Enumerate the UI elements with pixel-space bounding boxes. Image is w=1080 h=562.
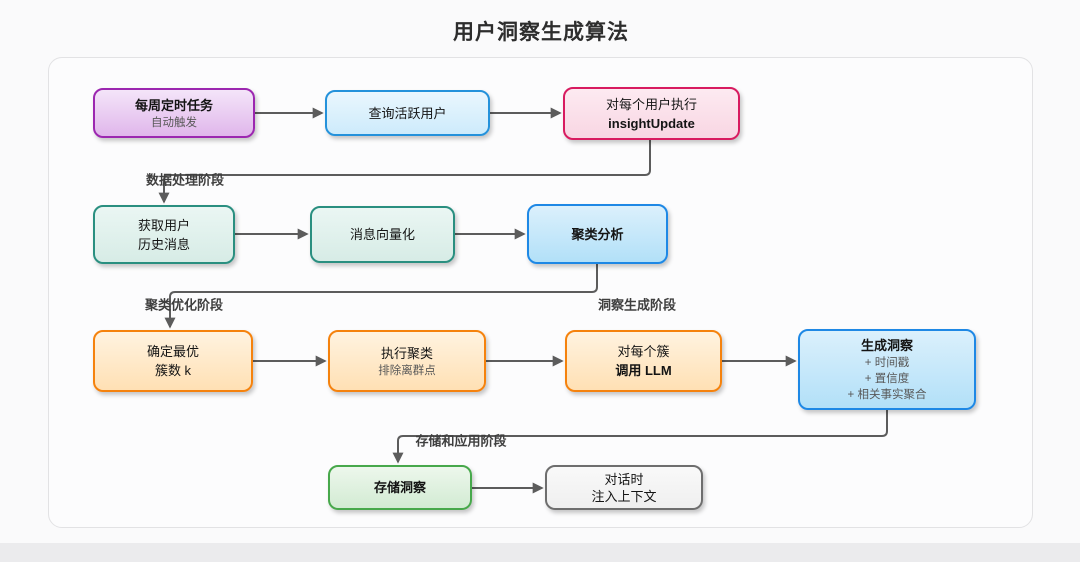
node-title: 聚类分析 — [571, 226, 624, 242]
node-optimal-k: 确定最优 簇数 k — [93, 330, 253, 392]
node-title: 消息向量化 — [349, 227, 415, 242]
node-bullet-confidence: + 置信度 — [864, 373, 910, 385]
node-bullet-timestamp: + 时间戳 — [864, 357, 910, 369]
node-run-clustering: 执行聚类 排除离群点 — [328, 330, 486, 392]
edge-label-insight-generation-stage: 洞察生成阶段 — [597, 297, 677, 313]
node-per-cluster-llm: 对每个簇 调用 LLM — [565, 330, 722, 392]
node-title: 存储洞察 — [373, 480, 426, 495]
node-inject-context: 对话时 注入上下文 — [545, 465, 703, 510]
bottom-strip — [0, 543, 1080, 562]
node-title: 查询活跃用户 — [368, 105, 447, 121]
node-subtitle: 注入上下文 — [591, 488, 657, 504]
node-title: 获取用户 — [137, 217, 190, 233]
node-title: 每周定时任务 — [134, 97, 213, 113]
node-subtitle: 历史消息 — [137, 236, 190, 252]
edge-label-storage-application-stage: 存储和应用阶段 — [415, 433, 507, 449]
node-title: 确定最优 — [146, 344, 199, 359]
node-store-insight: 存储洞察 — [328, 465, 472, 510]
edge-label-data-processing-stage: 数据处理阶段 — [145, 172, 225, 188]
node-title: 对每个簇 — [617, 344, 670, 359]
node-subtitle: 排除离群点 — [378, 364, 436, 377]
node-query-active-users: 查询活跃用户 — [325, 90, 490, 136]
node-bullet-facts: + 相关事实聚合 — [847, 389, 927, 401]
node-subtitle: 自动触发 — [151, 116, 197, 129]
node-message-vectorize: 消息向量化 — [310, 206, 455, 263]
node-fetch-user-history: 获取用户 历史消息 — [93, 205, 235, 264]
node-subtitle: insightUpdate — [608, 115, 695, 131]
node-generate-insight: 生成洞察 + 时间戳 + 置信度 + 相关事实聚合 — [798, 329, 976, 410]
node-title: 执行聚类 — [380, 345, 433, 361]
diagram-title: 用户洞察生成算法 — [453, 21, 629, 44]
node-insight-update: 对每个用户执行 insightUpdate — [563, 87, 740, 140]
node-subtitle: 调用 LLM — [615, 363, 672, 378]
node-title: 对每个用户执行 — [605, 96, 697, 112]
node-title: 生成洞察 — [860, 338, 913, 353]
edge-label-cluster-optimization-stage: 聚类优化阶段 — [144, 297, 224, 313]
node-weekly-task: 每周定时任务 自动触发 — [93, 88, 255, 138]
node-subtitle: 簇数 k — [154, 363, 192, 378]
node-cluster-analysis: 聚类分析 — [527, 204, 668, 264]
node-title: 对话时 — [604, 471, 644, 487]
